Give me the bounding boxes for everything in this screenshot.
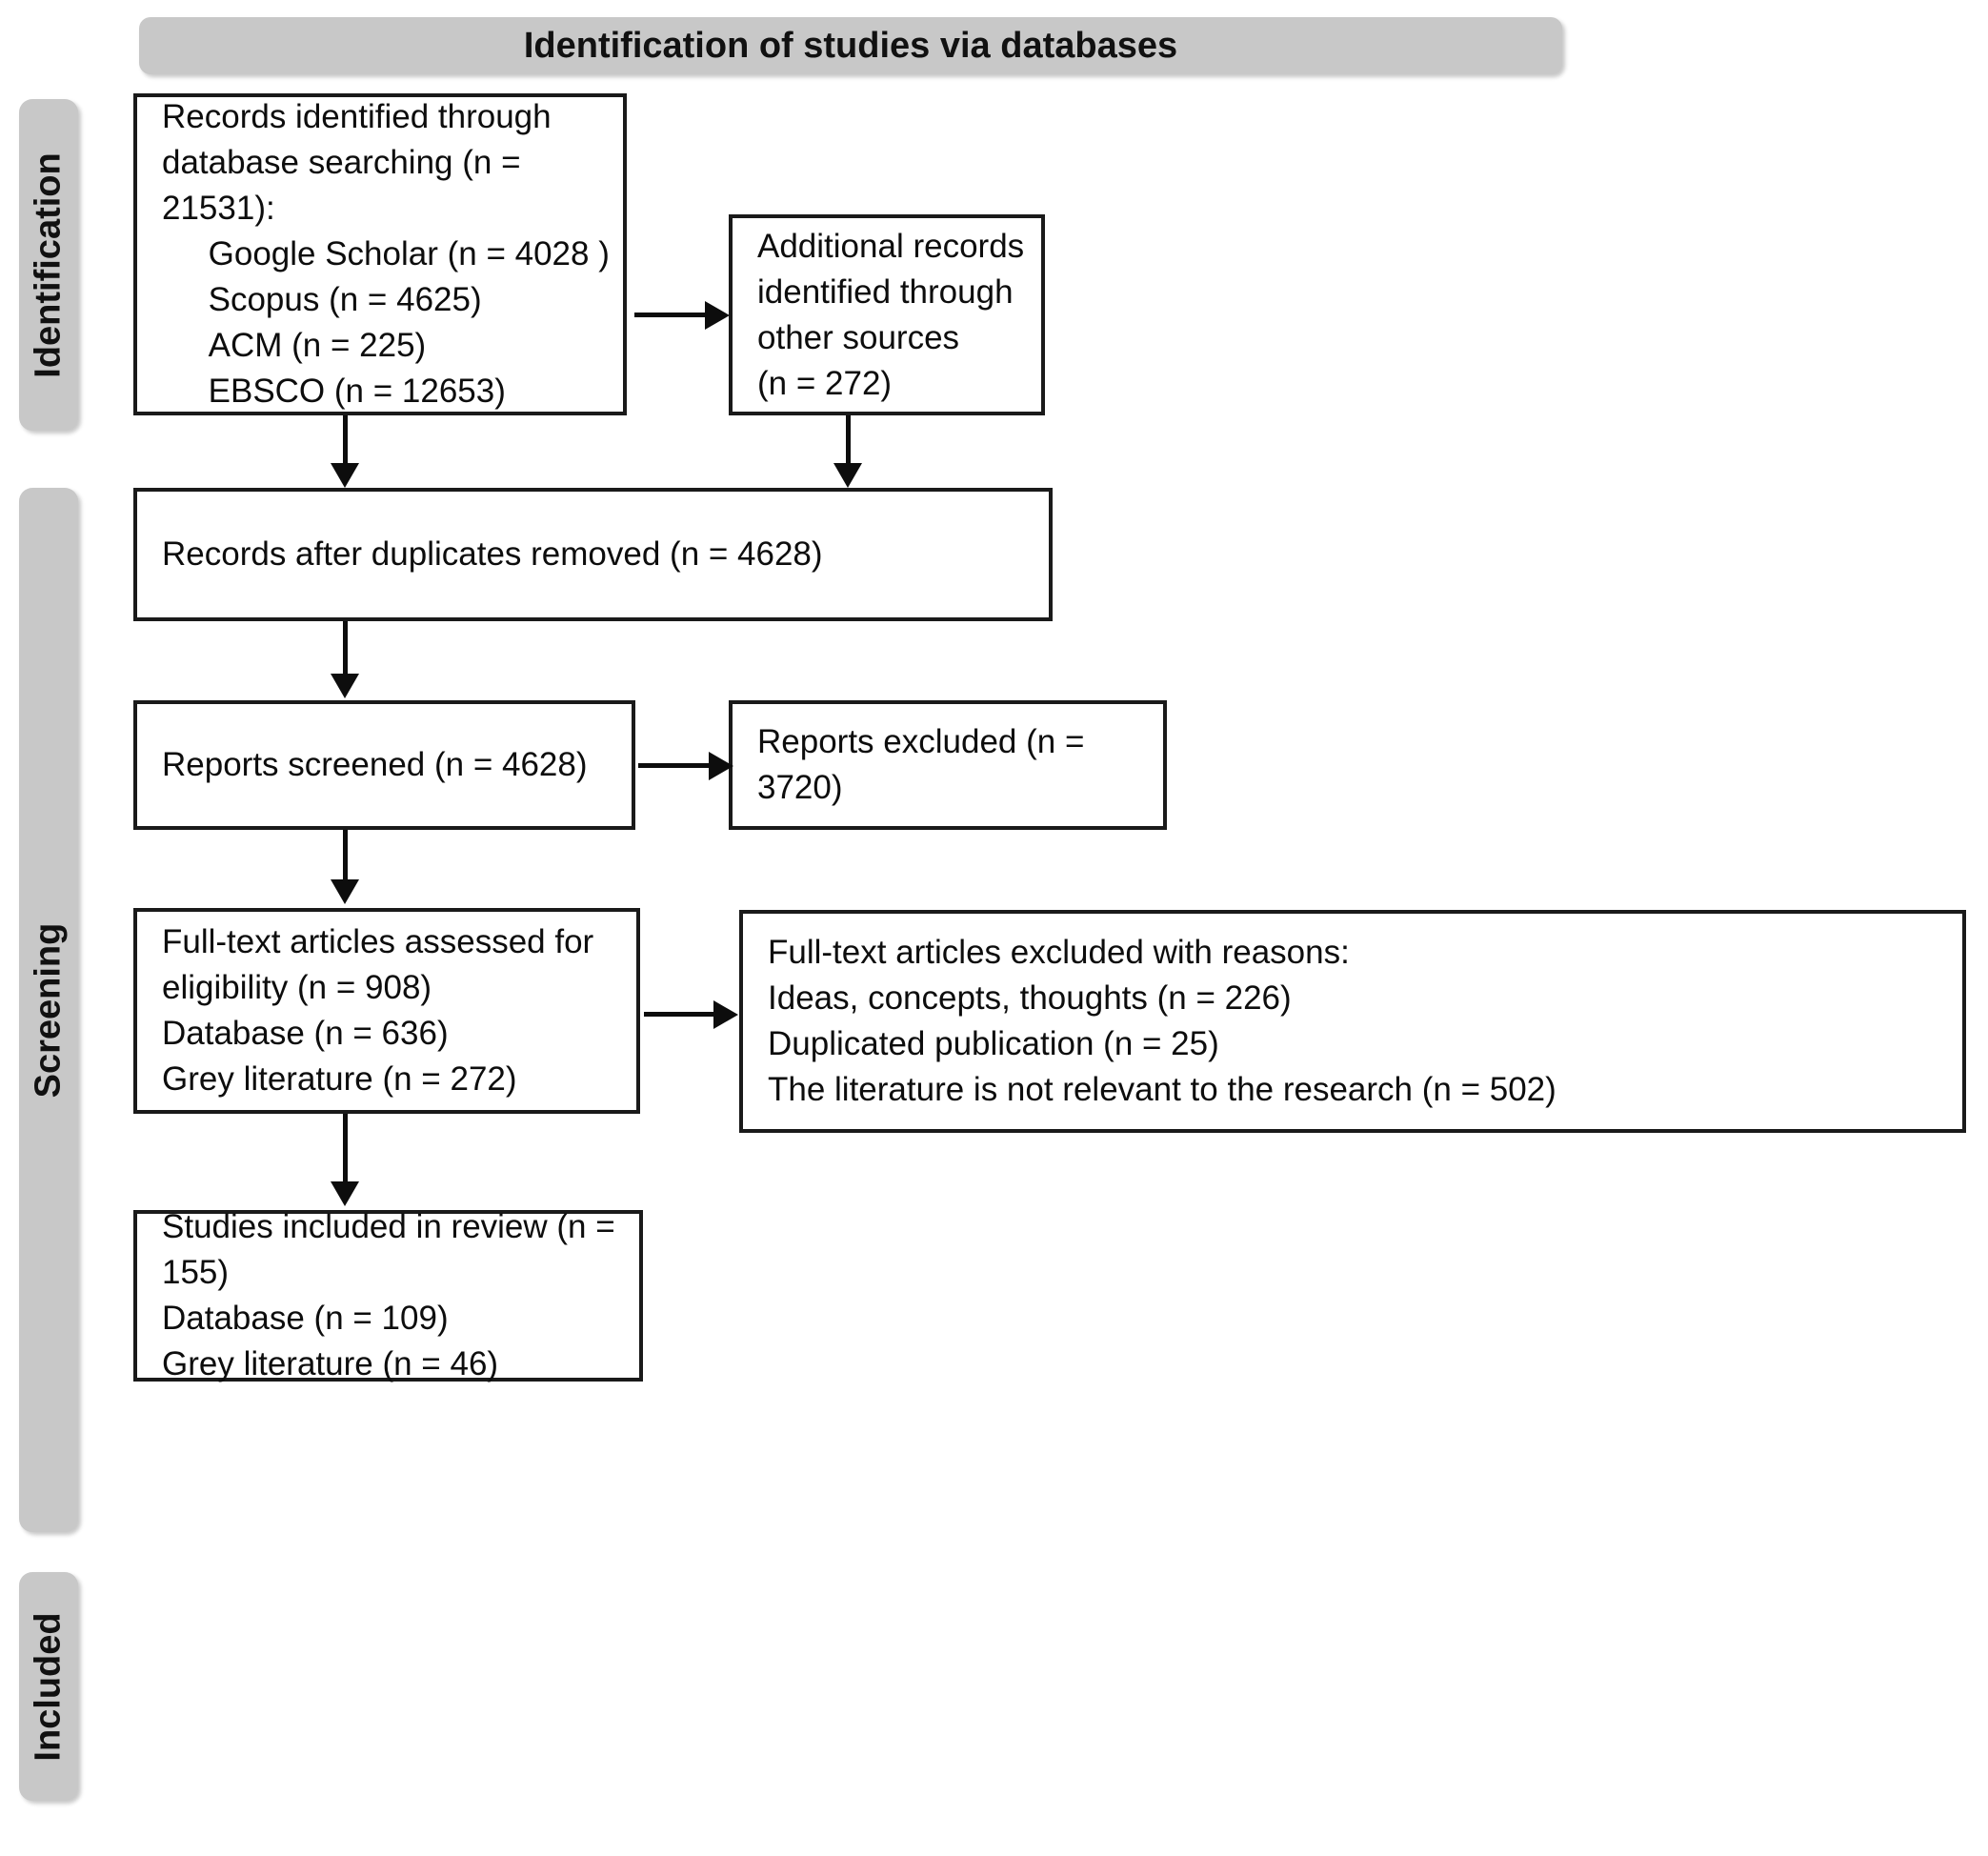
diagram-title-banner: Identification of studies via databases [139,17,1562,74]
arrowhead-additional-to-duplicates [833,463,862,488]
phase-label-included: Included [28,1611,69,1762]
box-additional-records: Additional records identified through ot… [729,214,1045,415]
box-fulltext-assessed-text: Full-text articles assessed for eligibil… [162,923,594,1098]
phase-bar-included: Included [19,1572,78,1801]
connector-screened-to-excluded [638,763,711,768]
arrowhead-identified-to-duplicates [331,463,359,488]
box-duplicates-removed-text: Records after duplicates removed (n = 46… [162,535,823,573]
box-studies-included: Studies included in review (n = 155) Dat… [133,1208,643,1382]
connector-screened-to-fulltext [343,830,348,883]
box-studies-included-text: Studies included in review (n = 155) Dat… [162,1208,615,1382]
phase-bar-identification: Identification [19,99,78,431]
box-reports-excluded-text: Reports excluded (n = 3720) [757,723,1094,806]
box-records-identified-text: Records identified through database sear… [162,98,610,410]
phase-bar-screening: Screening [19,488,78,1532]
box-fulltext-assessed: Full-text articles assessed for eligibil… [133,908,640,1114]
box-reports-screened: Reports screened (n = 4628) [133,700,635,830]
connector-fulltext-to-included [343,1114,348,1185]
box-fulltext-excluded: Full-text articles excluded with reasons… [739,910,1966,1133]
arrowhead-screened-to-excluded [709,752,733,780]
arrowhead-duplicates-to-screened [331,674,359,698]
connector-identified-to-duplicates [343,415,348,467]
arrowhead-fulltext-to-excluded [713,1000,738,1029]
connector-additional-to-duplicates [846,415,851,467]
connector-fulltext-to-excluded [644,1012,715,1017]
box-reports-screened-text: Reports screened (n = 4628) [162,746,588,783]
phase-label-screening: Screening [28,922,69,1098]
diagram-title: Identification of studies via databases [523,25,1178,66]
box-fulltext-excluded-text: Full-text articles excluded with reasons… [768,934,1556,1108]
box-duplicates-removed: Records after duplicates removed (n = 46… [133,488,1053,621]
phase-label-identification: Identification [28,151,69,378]
connector-identified-to-additional [634,313,707,317]
box-reports-excluded: Reports excluded (n = 3720) [729,700,1167,830]
box-additional-records-text: Additional records identified through ot… [757,227,1025,402]
arrowhead-fulltext-to-included [331,1181,359,1206]
arrowhead-identified-to-additional [705,301,730,330]
arrowhead-screened-to-fulltext [331,879,359,904]
box-records-identified: Records identified through database sear… [133,93,627,415]
connector-duplicates-to-screened [343,621,348,677]
